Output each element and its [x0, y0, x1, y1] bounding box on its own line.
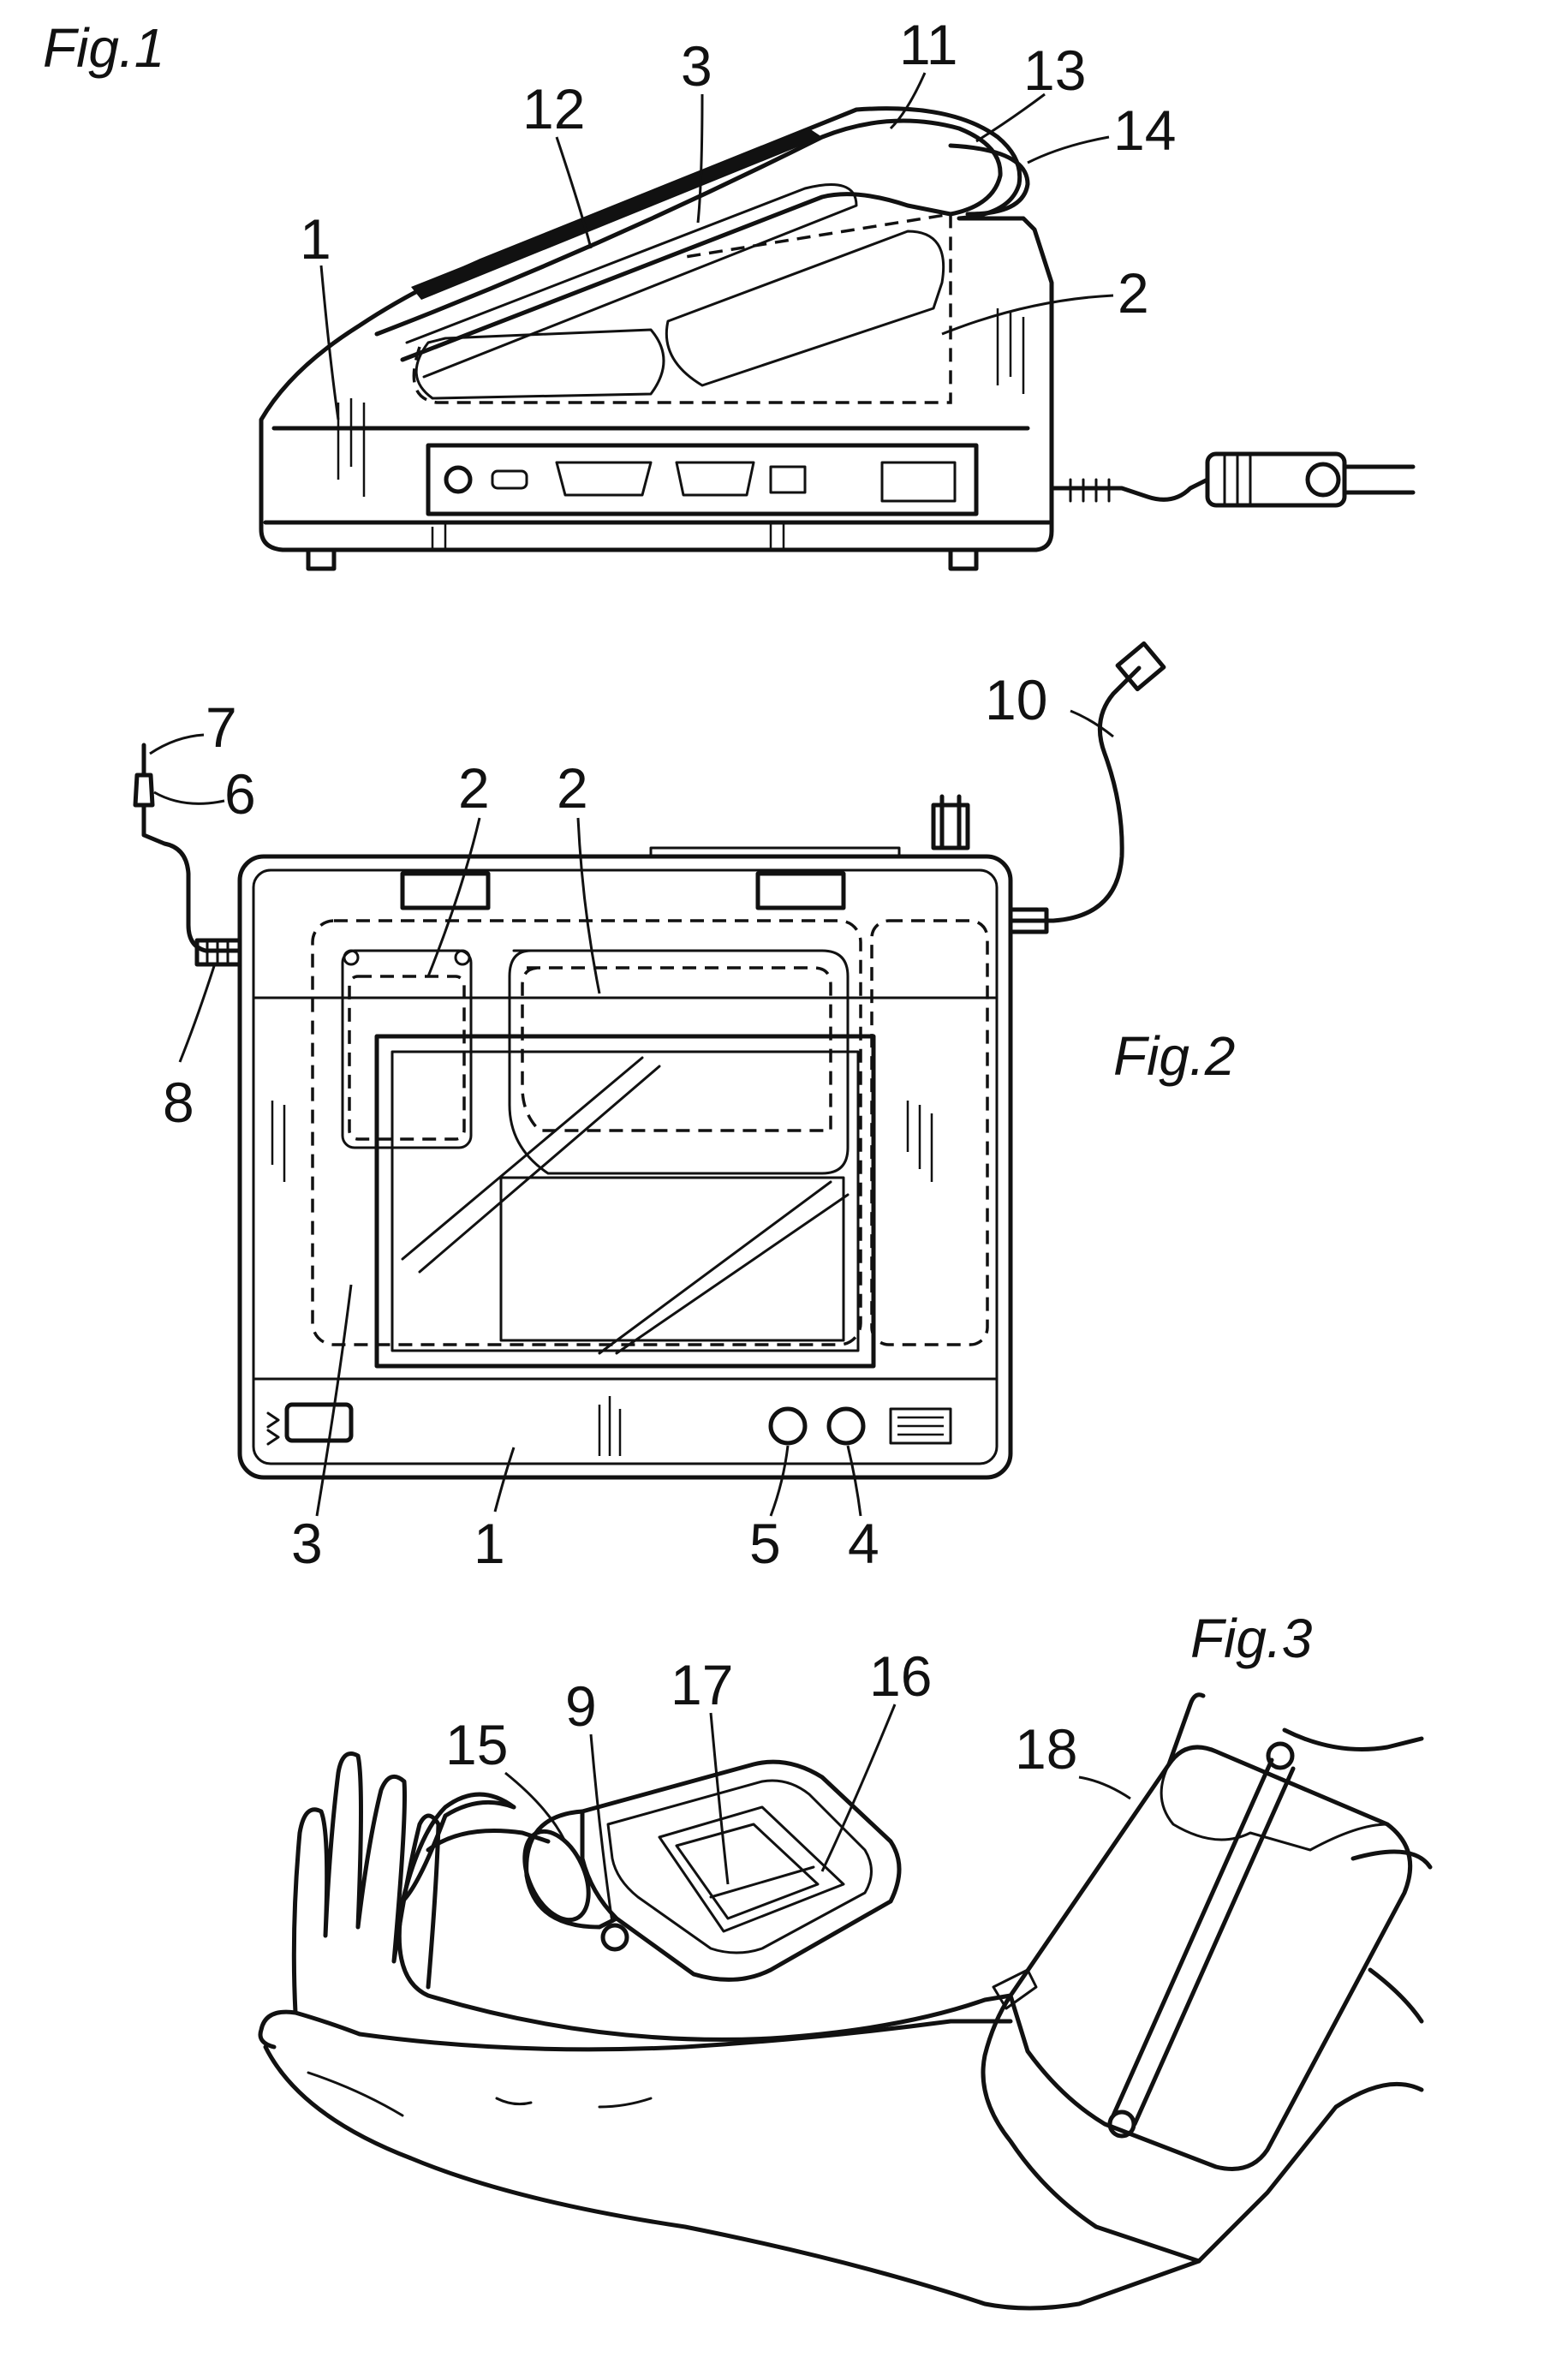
- fig1-label-2: 2: [1118, 261, 1149, 325]
- fig2-power-plug: [933, 805, 968, 848]
- fig1-port-switch: [882, 462, 955, 501]
- fig1-jack: [446, 468, 470, 492]
- fig3-air-tube-2: [983, 1996, 1199, 2261]
- fig1-shade-right: [998, 308, 1023, 394]
- fig1-label-13: 13: [1023, 39, 1086, 102]
- fig3-cuff-fold: [1169, 1695, 1203, 1764]
- fig2-button-4: [829, 1409, 863, 1443]
- fig2-label-2b: 2: [557, 756, 588, 820]
- fig2-reflection-1: [402, 1058, 659, 1272]
- fig2-button-5: [771, 1409, 805, 1443]
- fig2-cable-left: [144, 805, 240, 951]
- fig1-housing: [261, 109, 1052, 550]
- fig3-cuff-bar-2: [1135, 1769, 1293, 2124]
- fig2-label-6: 6: [224, 762, 256, 826]
- fig1-port-dsub-1: [557, 462, 651, 495]
- fig2-label-2a: 2: [458, 756, 490, 820]
- fig1-plug-body: [1207, 454, 1344, 505]
- fig3-hand: [260, 1754, 438, 2048]
- fig2-tab-right: [758, 874, 844, 908]
- fig2-monitor-inner: [522, 968, 831, 1131]
- fig3-connector-9: [603, 1925, 627, 1949]
- fig2-switch-mark: [268, 1413, 278, 1444]
- fig2-label-10: 10: [985, 668, 1047, 731]
- fig2-window-outer: [377, 1036, 873, 1366]
- fig2-cuff-dot-b: [456, 951, 469, 964]
- fig3-drawing: Fig.3 15 9 17 16: [260, 1608, 1430, 2308]
- fig1-label-14: 14: [1113, 98, 1176, 162]
- fig1-foot-right: [951, 550, 976, 569]
- fig2-label-3: 3: [291, 1512, 323, 1575]
- fig1-leaders: [321, 73, 1113, 420]
- fig1-plug-ribs: [1225, 454, 1250, 505]
- fig2-cuff-dot-a: [344, 951, 358, 964]
- fig3-label-18: 18: [1015, 1717, 1077, 1781]
- fig2-tab-left: [402, 874, 488, 908]
- fig3-monitor-face: [608, 1781, 872, 1953]
- fig2-label-7: 7: [206, 695, 237, 759]
- fig2-label-4: 4: [848, 1512, 879, 1575]
- fig2-label-1: 1: [474, 1512, 505, 1575]
- fig1-plug-hole: [1308, 464, 1338, 495]
- fig2-recess-right: [872, 921, 987, 1345]
- fig1-label-11: 11: [899, 13, 958, 76]
- fig1-title: Fig.1: [43, 17, 164, 79]
- fig3-palm-lines: [308, 2073, 651, 2115]
- fig1-label-1: 1: [300, 207, 331, 271]
- fig2-label-5: 5: [749, 1512, 781, 1575]
- fig3-arm-inner: [360, 2021, 1011, 2050]
- fig1-dark-band: [411, 128, 822, 300]
- fig2-reflection-2: [599, 1182, 848, 1353]
- fig3-upper-arm: [1285, 1730, 1422, 1750]
- fig1-cuff-right: [666, 231, 943, 385]
- fig2-front-switch: [287, 1405, 351, 1441]
- fig2-plug-6: [135, 775, 152, 805]
- fig3-monitor-body: [582, 1762, 899, 1979]
- fig1-power-cord: [1052, 480, 1207, 499]
- fig1-connector-panel: [428, 445, 976, 514]
- fig1-panel-shade: [432, 522, 784, 548]
- fig3-shoulder: [1353, 1852, 1430, 2021]
- fig3-label-16: 16: [869, 1644, 932, 1708]
- fig3-cuff-end: [512, 1822, 601, 1930]
- fig2-title: Fig.2: [1113, 1025, 1235, 1087]
- fig2-label-8: 8: [163, 1071, 194, 1134]
- fig3-arm-outline: [265, 2047, 1422, 2308]
- fig2-cuff-small: [349, 976, 464, 1139]
- fig1-plug-prongs: [1344, 467, 1413, 492]
- fig3-label-9: 9: [565, 1674, 597, 1738]
- fig2-monitor-outer: [510, 951, 848, 1173]
- fig1-foot-left: [308, 550, 334, 569]
- fig3-cuff-ring-top: [1268, 1744, 1292, 1768]
- fig1-label-12: 12: [522, 77, 585, 140]
- fig1-label-3: 3: [681, 34, 712, 98]
- fig1-port-small: [492, 471, 527, 488]
- fig3-label-15: 15: [445, 1713, 508, 1776]
- fig2-shade: [272, 1101, 932, 1456]
- fig1-drawing: Fig.1: [43, 13, 1413, 569]
- fig2-housing-inner: [253, 870, 997, 1464]
- fig2-grille-lines: [897, 1417, 944, 1435]
- fig3-label-17: 17: [671, 1653, 733, 1716]
- fig2-drawing: Fig.2: [135, 643, 1235, 1575]
- fig2-cuff-small-frame: [343, 951, 471, 1148]
- fig2-recess-large: [313, 921, 861, 1345]
- fig1-lid: [377, 121, 1000, 360]
- fig1-port-usb: [771, 467, 805, 492]
- fig1-port-dsub-2: [677, 462, 754, 495]
- fig3-wrist-cuff: [527, 1811, 617, 1927]
- fig1-shade-left: [338, 398, 364, 497]
- fig3-title: Fig.3: [1190, 1608, 1313, 1669]
